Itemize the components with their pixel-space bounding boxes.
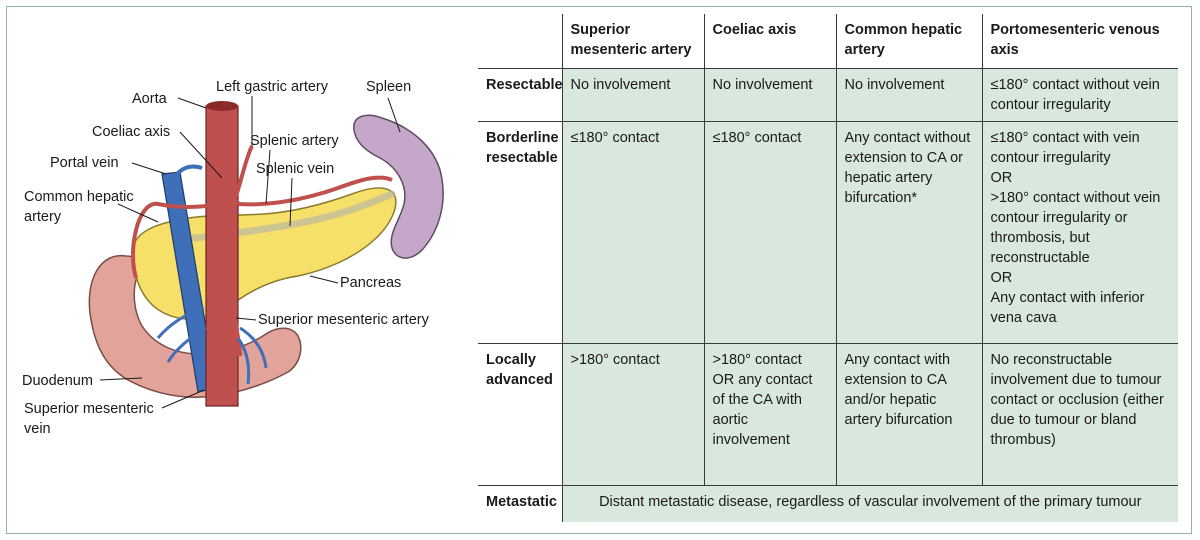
table-cell: No involvement — [561, 68, 705, 122]
spleen-shape — [353, 114, 444, 259]
label-superior-mesenteric-artery: Superior mesenteric artery — [258, 312, 430, 328]
table-row-borderline: Borderline resectable ≤180° contact ≤180… — [478, 121, 1178, 344]
coeliac-trunk — [219, 177, 240, 207]
table-cell: ≤180° contact — [561, 121, 705, 344]
common-hepatic-artery-vessel — [131, 201, 221, 279]
label-splenic-artery: Splenic artery — [250, 133, 339, 149]
table-cell: Any contact without extension to CA or h… — [835, 121, 983, 344]
row-label: Resectable — [478, 68, 563, 122]
aorta-top — [206, 101, 238, 111]
header-sma: Superior mesenteric artery — [561, 14, 705, 69]
label-aorta: Aorta — [132, 91, 168, 107]
table-cell: Any contact with extension to CA and/or … — [835, 343, 983, 486]
header-common-hepatic-artery: Common hepatic artery — [835, 14, 983, 69]
table-cell: No involvement — [703, 68, 837, 122]
table-cell: ≤180° contact without vein contour irreg… — [981, 68, 1178, 122]
table-row-locally-advanced: Locally advanced >180° contact >180° con… — [478, 343, 1178, 486]
label-superior-mesenteric-vein-line1: Superior mesenteric — [24, 401, 154, 417]
aorta — [205, 105, 239, 407]
anatomy-illustration: Aorta Left gastric artery Spleen Coeliac… — [22, 79, 444, 437]
label-spleen: Spleen — [366, 79, 411, 95]
table-header-row: Superior mesenteric artery Coeliac axis … — [478, 14, 1178, 69]
label-pancreas: Pancreas — [340, 275, 401, 291]
table-cell: >180° contact — [561, 343, 705, 486]
label-common-hepatic-artery-line2: artery — [24, 209, 62, 225]
small-vessels — [156, 306, 268, 385]
table-cell: >180° contact OR any contact of the CA w… — [703, 343, 837, 486]
label-portal-vein: Portal vein — [50, 155, 119, 171]
table-cell: ≤180° contact — [703, 121, 837, 344]
figure-frame — [6, 6, 1192, 534]
sma-vessel — [225, 269, 243, 357]
label-duodenum: Duodenum — [22, 373, 93, 389]
row-label: Locally advanced — [478, 343, 563, 486]
header-coeliac-axis: Coeliac axis — [703, 14, 837, 69]
row-label: Metastatic — [478, 485, 563, 522]
label-coeliac-axis: Coeliac axis — [92, 124, 170, 140]
label-left-gastric-artery: Left gastric artery — [216, 79, 329, 95]
table-row-resectable: Resectable No involvement No involvement… — [478, 68, 1178, 122]
table-cell: ≤180° contact with vein contour irregula… — [981, 121, 1178, 344]
table-cell: No involvement — [835, 68, 983, 122]
left-gastric-artery-vessel — [234, 145, 254, 197]
resectability-criteria-table: Superior mesenteric artery Coeliac axis … — [478, 14, 1178, 522]
row-label: Borderline resectable — [478, 121, 563, 344]
label-splenic-vein: Splenic vein — [256, 161, 334, 177]
label-superior-mesenteric-vein-line2: vein — [24, 421, 51, 437]
label-common-hepatic-artery-line1: Common hepatic — [24, 189, 134, 205]
splenic-artery-vessel — [237, 175, 393, 207]
table-cell-merged: Distant metastatic disease, regardless o… — [561, 485, 1178, 522]
header-empty — [478, 14, 563, 69]
table-cell: No reconstructable involvement due to tu… — [981, 343, 1178, 486]
table-row-metastatic: Metastatic Distant metastatic disease, r… — [478, 485, 1178, 522]
pancreas-anatomy-diagram: Aorta Left gastric artery Spleen Coeliac… — [8, 8, 468, 528]
header-portomesenteric-venous-axis: Portomesenteric venous axis — [981, 14, 1178, 69]
portal-vein-branch — [170, 164, 203, 182]
